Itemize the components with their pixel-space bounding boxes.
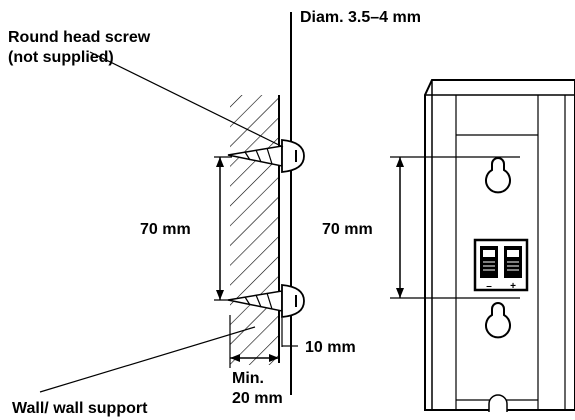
left-spacing-label: 70 mm bbox=[140, 221, 191, 238]
right-spacing-dimension bbox=[390, 156, 520, 299]
bottom-keyhole-icon bbox=[488, 394, 508, 412]
min-label-line2: 20 mm bbox=[232, 390, 283, 407]
wall-hatching bbox=[230, 95, 280, 365]
protrusion-label: 10 mm bbox=[305, 339, 356, 356]
min-label-line1: Min. bbox=[232, 370, 264, 387]
screw-label-line1: Round head screw bbox=[8, 29, 151, 46]
upper-screw-head bbox=[281, 139, 305, 173]
diameter-label: Diam. 3.5–4 mm bbox=[300, 9, 421, 26]
wall-section bbox=[230, 95, 280, 365]
terminal-plus-sign: + bbox=[510, 281, 516, 292]
upper-screw bbox=[227, 139, 305, 173]
terminal-minus-sign: – bbox=[486, 281, 492, 292]
left-spacing-dimension bbox=[214, 156, 232, 301]
lower-keyhole-icon bbox=[485, 301, 511, 339]
speaker-terminal: – + bbox=[473, 238, 529, 292]
min-depth-dimension bbox=[229, 315, 279, 368]
screw-leader-line bbox=[89, 51, 284, 148]
screw-label-line2: (not supplied) bbox=[8, 49, 114, 66]
protrusion-dimension bbox=[281, 318, 298, 347]
speaker-back-view: – + bbox=[390, 79, 575, 412]
right-spacing-label: 70 mm bbox=[322, 221, 373, 238]
wall-label: Wall/ wall support bbox=[12, 400, 148, 417]
wall-leader-line bbox=[39, 326, 256, 393]
upper-keyhole-icon bbox=[485, 156, 511, 194]
lower-screw bbox=[227, 284, 305, 318]
lower-screw-head bbox=[281, 284, 305, 318]
